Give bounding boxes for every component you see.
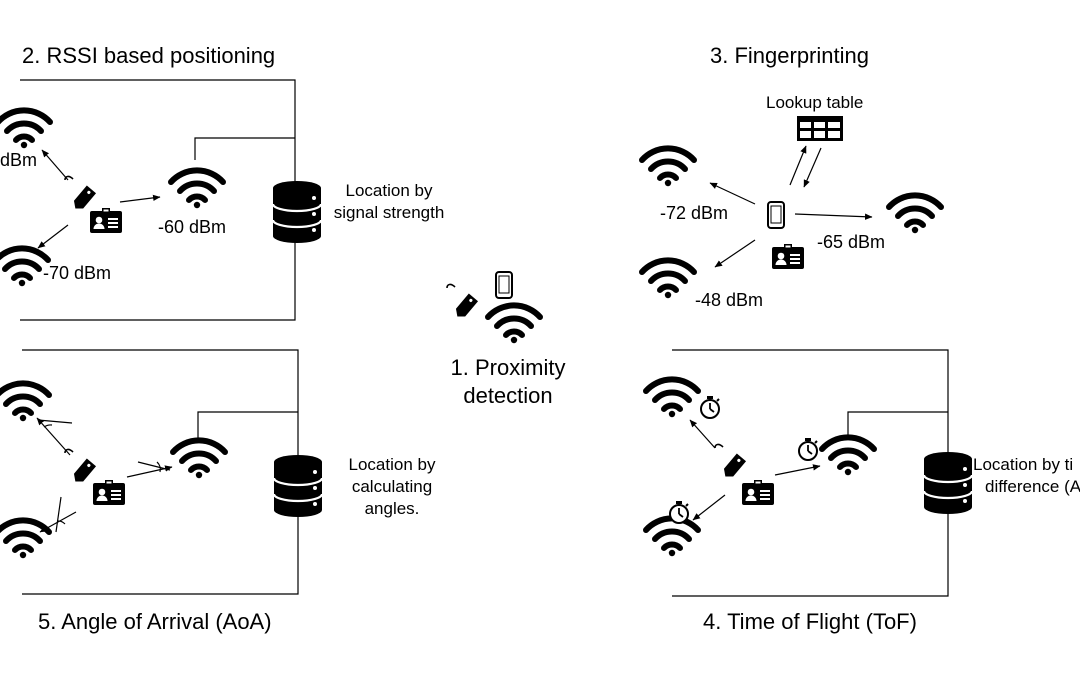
rssi-title: 2. RSSI based positioning [22,43,276,68]
aoa-caption-line3: angles. [364,499,420,518]
stopwatch-icon [700,395,720,419]
lookup-table-label: Lookup table [766,93,864,112]
table-icon [797,116,843,141]
rssi-signal-right: -60 dBm [158,217,227,237]
arrow [119,194,161,203]
arrow [41,149,69,181]
arrow [37,224,69,249]
rssi-signal-lower-left: -70 dBm [43,263,112,283]
tag-icon [714,443,747,482]
tof-boundary [672,349,949,597]
stopwatch-icon [669,500,689,524]
database-icon [922,450,974,516]
tof-link-line [847,411,948,438]
angle-ref [37,419,73,424]
id-card-icon [772,244,804,269]
wifi-icon [646,518,698,556]
database-icon [272,453,324,519]
tag-icon [64,175,97,214]
arrow [714,239,756,268]
arrow [709,182,756,205]
wifi-icon [646,379,698,417]
id-card-icon [93,480,125,505]
id-card-icon [742,480,774,505]
wifi-icon [889,195,941,233]
angle-arc [43,424,53,428]
fp-signal-right: -65 dBm [817,232,886,252]
tof-panel [646,349,974,597]
wifi-icon [0,110,50,148]
wifi-icon [0,248,48,286]
proximity-title-line1: 1. Proximity [450,355,566,380]
proximity-panel [446,271,540,343]
arrow [794,213,873,220]
angle-arc [156,461,161,473]
fp-signal-left: -72 dBm [660,203,729,223]
wifi-icon [642,260,694,298]
smartphone-icon [767,201,785,229]
aoa-caption-line2: calculating [351,477,433,496]
tag-icon [446,283,479,322]
rssi-boundary [20,79,296,321]
arrow [803,147,822,188]
aoa-panel [0,349,324,595]
aoa-title: 5. Angle of Arrival (AoA) [38,609,272,634]
wifi-icon [173,440,225,478]
wifi-icon [822,437,874,475]
aoa-link-line [197,411,298,438]
aoa-caption-line1: Location by [348,455,436,474]
wifi-icon [488,305,540,343]
proximity-title-line2: detection [463,383,553,408]
rssi-caption-line1: Location by [345,181,433,200]
arrow [692,494,726,521]
arrow [789,145,807,186]
wifi-icon [0,383,49,421]
rssi-signal-upper-left: dBm [0,150,38,170]
smartphone-icon [495,271,513,299]
rssi-panel [0,79,323,321]
arrow [774,464,821,476]
angle-ref [55,496,62,533]
angle-arc [56,520,66,525]
tof-title: 4. Time of Flight (ToF) [703,609,917,634]
arrow [689,419,716,449]
fingerprinting-title: 3. Fingerprinting [710,43,869,68]
wifi-icon [642,148,694,186]
fingerprinting-panel [642,116,941,298]
angle-ref [137,461,171,471]
wifi-icon [0,520,49,558]
fp-signal-bottom: -48 dBm [695,290,764,310]
tof-caption-line1: Location by ti [973,455,1074,474]
rssi-link-line [194,137,295,160]
stopwatch-icon [798,437,818,461]
wifi-icon [171,170,223,208]
arrow [36,417,71,456]
database-icon [271,179,323,245]
tof-caption-line2: difference (A [985,477,1080,496]
rssi-caption-line2: signal strength [333,203,445,222]
id-card-icon [90,208,122,233]
